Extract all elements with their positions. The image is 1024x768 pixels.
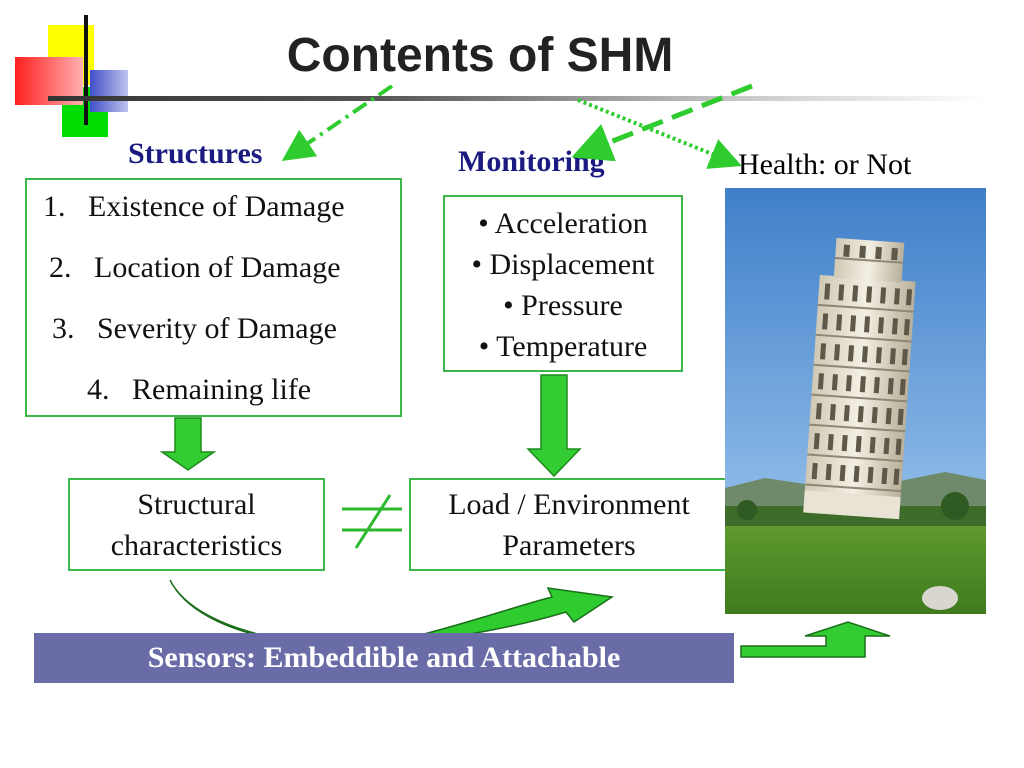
- not-equal-sign: [342, 495, 402, 548]
- sensor-to-health-arrow: [741, 622, 890, 657]
- pointer-to-monitoring: [590, 86, 752, 150]
- sensors-label: Sensors: Embeddible and Attachable: [148, 641, 621, 675]
- down-arrow-monitoring: [528, 375, 580, 476]
- sensors-bar: Sensors: Embeddible and Attachable: [34, 633, 734, 683]
- down-arrow-structures: [162, 418, 214, 470]
- pointer-to-health: [578, 100, 727, 160]
- pointer-to-structures: [295, 86, 392, 152]
